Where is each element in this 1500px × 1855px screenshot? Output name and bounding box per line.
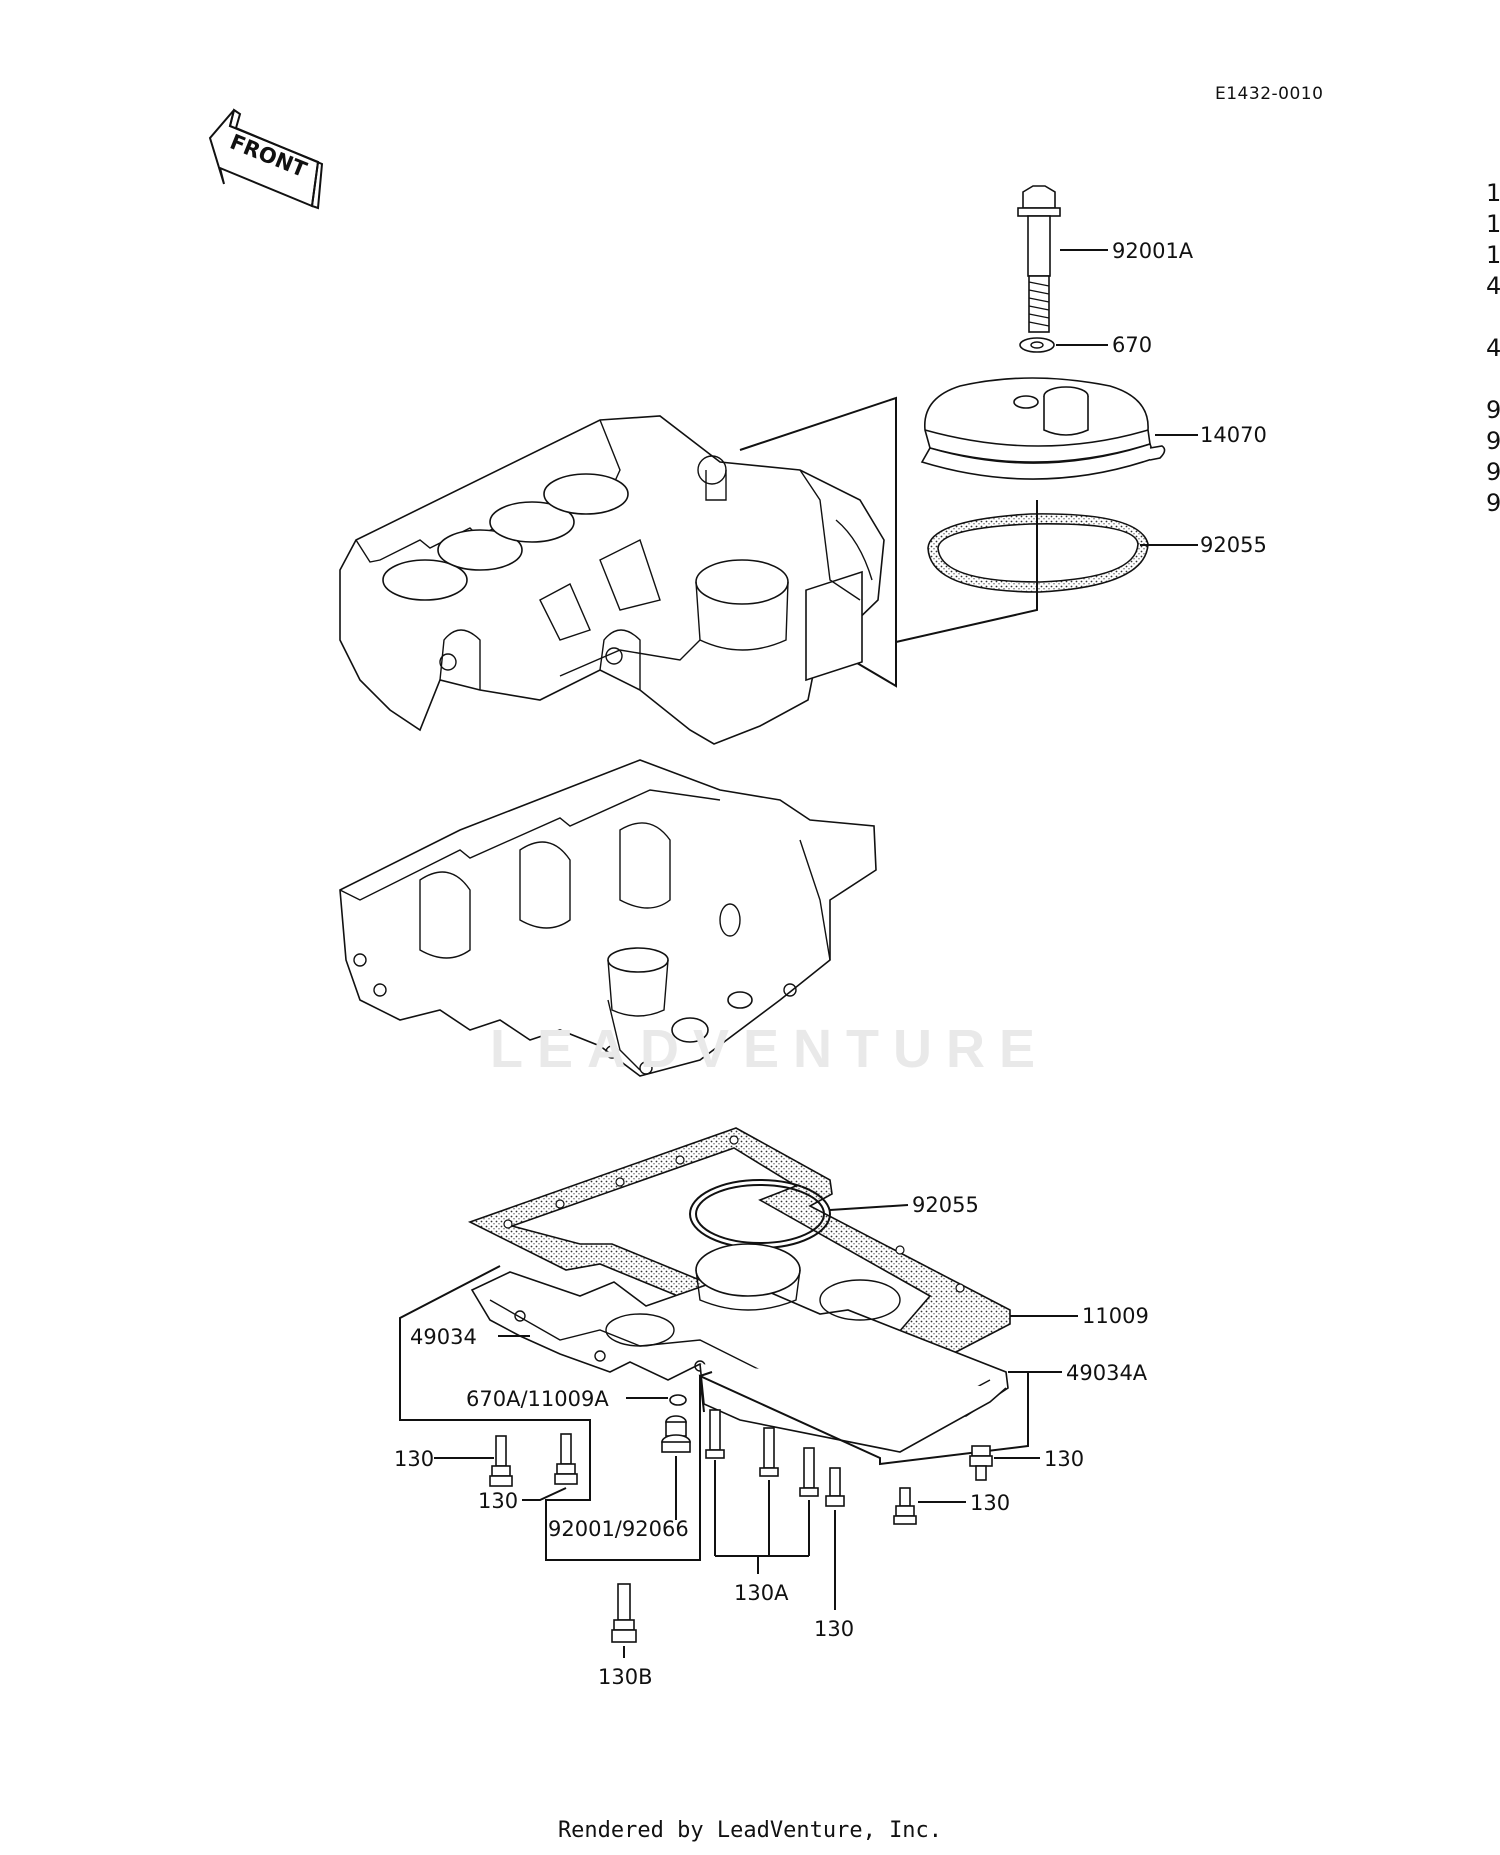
washer-670 (1019, 337, 1055, 353)
side-char: 4 (1486, 334, 1500, 362)
callout-92001-92066: 92001/92066 (548, 1517, 689, 1541)
drain-plug-92001 (661, 1415, 691, 1453)
bolt-130-b (554, 1433, 578, 1485)
callout-130a: 130A (734, 1581, 789, 1605)
lower-crankcase (339, 759, 877, 1077)
side-chars-column: 1 1 1 4 4 9 9 9 9 (1486, 178, 1500, 519)
cover-14070 (920, 377, 1166, 480)
gasket-11009 (467, 1127, 1011, 1381)
bolt-130-e (893, 1487, 917, 1525)
side-char: 1 (1486, 179, 1500, 207)
side-char (1486, 302, 1500, 333)
side-char: 9 (1486, 458, 1500, 486)
bolt-130-c (825, 1467, 845, 1507)
callout-92055-top: 92055 (1200, 533, 1267, 557)
callout-130-e: 130 (970, 1491, 1010, 1515)
side-char: 1 (1486, 210, 1500, 238)
callout-130-c: 130 (814, 1617, 854, 1641)
callout-92001a: 92001A (1112, 239, 1194, 263)
bolt-130b (611, 1583, 637, 1643)
washer-670a (669, 1394, 687, 1406)
bolt-130a-1 (705, 1409, 725, 1459)
side-char (1486, 364, 1500, 395)
callout-670: 670 (1112, 333, 1152, 357)
side-char: 9 (1486, 427, 1500, 455)
diagram-code: E1432-0010 (1215, 84, 1324, 104)
callout-49034a: 49034A (1066, 1361, 1148, 1385)
footer-credit: Rendered by LeadVenture, Inc. (557, 1818, 943, 1843)
bolt-92001a (1017, 185, 1061, 333)
bolt-130a-2 (759, 1427, 779, 1477)
callout-92055-mid: 92055 (912, 1193, 979, 1217)
side-char: 9 (1486, 489, 1500, 517)
callout-11009: 11009 (1082, 1304, 1149, 1328)
callout-130-d: 130 (1044, 1447, 1084, 1471)
callout-49034: 49034 (410, 1325, 477, 1349)
upper-crankcase (339, 415, 885, 745)
front-label: FRONT (227, 130, 311, 183)
front-arrow-icon: FRONT (208, 108, 324, 210)
side-char: 1 (1486, 241, 1500, 269)
callout-130-a: 130 (394, 1447, 434, 1471)
callout-14070: 14070 (1200, 423, 1267, 447)
callout-130b: 130B (598, 1665, 653, 1689)
bolt-130a-3 (799, 1447, 819, 1497)
oil-pan-49034 (470, 1243, 1009, 1453)
callout-670a-11009a: 670A/11009A (466, 1387, 609, 1411)
side-char: 9 (1486, 396, 1500, 424)
bolt-130-d (969, 1445, 993, 1481)
side-char: 4 (1486, 272, 1500, 300)
bolt-130-a (489, 1435, 513, 1487)
watermark: LEADVENTURE (490, 1019, 1050, 1079)
callout-130-b: 130 (478, 1489, 518, 1513)
